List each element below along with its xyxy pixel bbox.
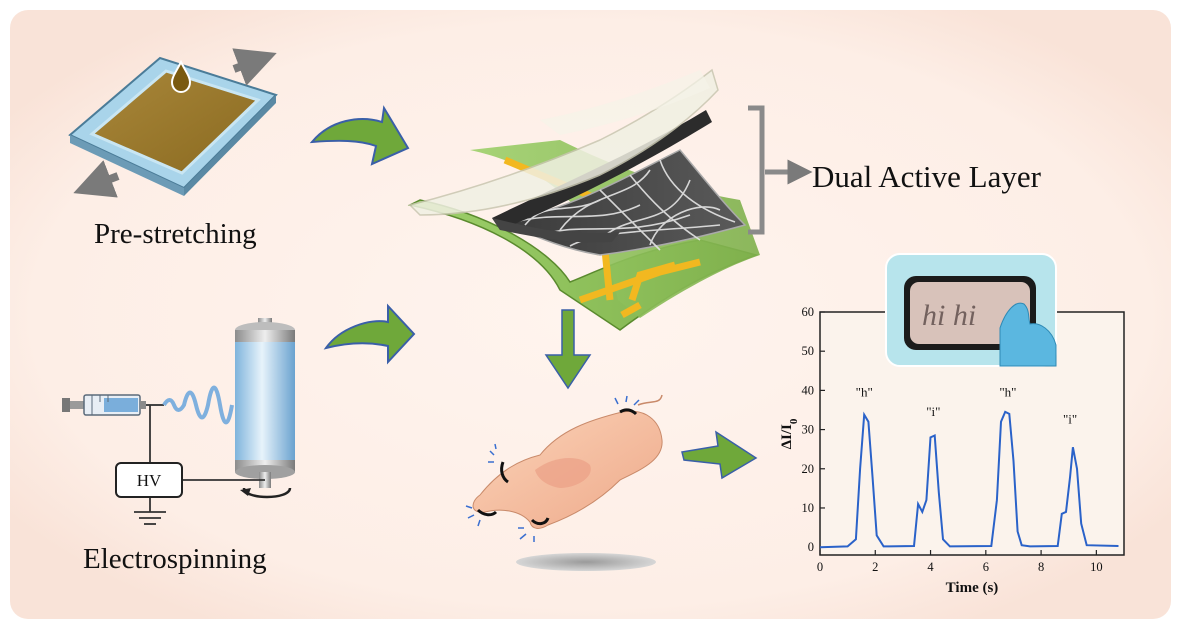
y-tick-label: 30 bbox=[802, 423, 815, 437]
chart-ylabel: ΔI/I0 bbox=[779, 418, 800, 449]
hv-supply-box bbox=[115, 462, 183, 498]
chart-series-line bbox=[819, 410, 1119, 549]
hv-label: HV bbox=[137, 471, 162, 490]
x-tick-label: 0 bbox=[817, 560, 823, 574]
label-electrospinning: Electrospinning bbox=[83, 543, 267, 575]
dual-layer-sensor bbox=[407, 68, 760, 331]
chart-xlabel: Time (s) bbox=[946, 580, 999, 596]
stretch-arrow-right bbox=[232, 48, 277, 86]
inset-handwriting: hi hi bbox=[922, 299, 976, 332]
right-arrow bbox=[681, 430, 758, 480]
hand-illustration bbox=[465, 394, 663, 571]
curved-arrow-bottom bbox=[323, 303, 416, 365]
x-tick-label: 2 bbox=[872, 560, 878, 574]
label-dual-active-layer: Dual Active Layer bbox=[812, 159, 1042, 194]
droplet-icon bbox=[170, 59, 192, 94]
chart-annotation: "i" bbox=[1063, 412, 1077, 427]
y-tick-label: 60 bbox=[802, 305, 815, 319]
y-tick-label: 20 bbox=[802, 462, 815, 476]
x-tick-label: 8 bbox=[1038, 560, 1044, 574]
curved-arrow-top bbox=[309, 105, 410, 166]
dual-layer-bracket bbox=[748, 105, 765, 235]
label-pre-stretching: Pre-stretching bbox=[94, 218, 257, 250]
stretch-arrow-left bbox=[73, 160, 120, 198]
chart-annotation: "i" bbox=[926, 404, 940, 419]
collector-drum bbox=[235, 318, 295, 499]
y-tick-label: 0 bbox=[808, 540, 814, 554]
fiber-jet bbox=[162, 385, 234, 425]
prestretch-illustration bbox=[68, 48, 278, 198]
electrospinning-illustration: HV bbox=[62, 318, 295, 525]
chart-annotation: "h" bbox=[856, 384, 873, 399]
chart-annotation: "h" bbox=[999, 384, 1016, 399]
y-tick-label: 10 bbox=[802, 501, 815, 515]
down-arrow bbox=[544, 309, 592, 390]
x-tick-label: 6 bbox=[983, 560, 989, 574]
inset-phone-photo: hi hi bbox=[885, 253, 1057, 367]
x-tick-label: 4 bbox=[927, 560, 934, 574]
x-tick-label: 10 bbox=[1090, 560, 1103, 574]
syringe-icon bbox=[62, 394, 164, 416]
gloved-hand bbox=[999, 302, 1057, 367]
y-tick-label: 50 bbox=[802, 344, 815, 358]
y-tick-label: 40 bbox=[802, 383, 815, 397]
